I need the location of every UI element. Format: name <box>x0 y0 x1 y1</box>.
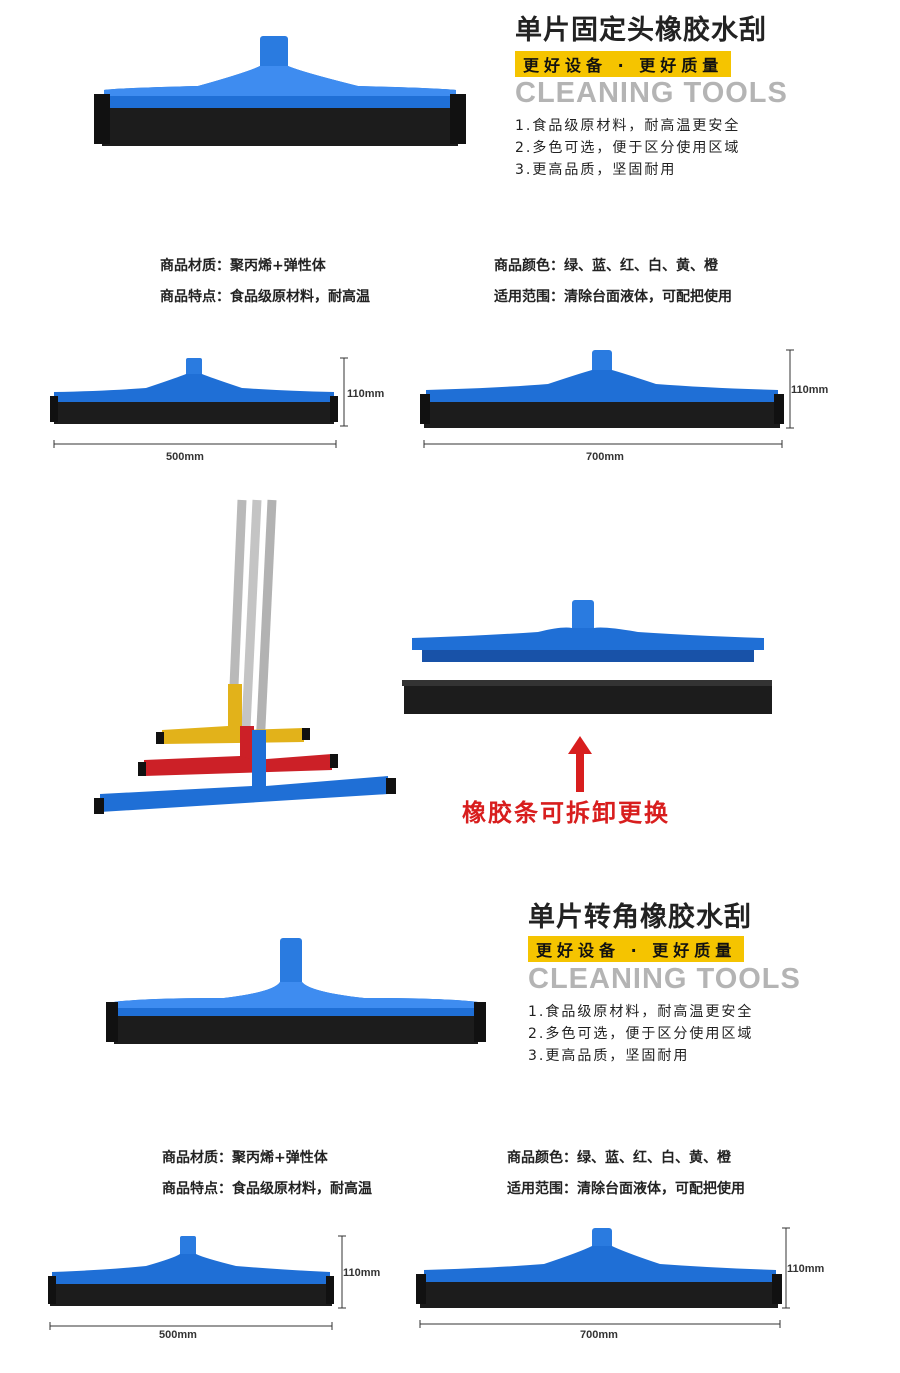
arrow-up-icon <box>568 736 592 792</box>
spec-usage: 适用范围：清除台面液体，可配把使用 <box>494 289 732 305</box>
feature-item: 1.食品级原材料，耐高温更安全 <box>515 118 741 134</box>
spec-color: 商品颜色：绿、蓝、红、白、黄、橙 <box>494 258 718 274</box>
squeegee-large-image <box>106 938 486 1044</box>
spec-feature: 商品特点：食品级原材料，耐高温 <box>160 289 370 305</box>
dim-width-label: 700mm <box>580 1329 618 1341</box>
spec-feature: 商品特点：食品级原材料，耐高温 <box>162 1181 372 1197</box>
dim-width-label: 500mm <box>159 1329 197 1341</box>
section1-title: 单片固定头橡胶水刮 <box>515 15 767 46</box>
squeegee-handles-image <box>94 499 396 814</box>
feature-item: 3.更高品质，坚固耐用 <box>528 1048 690 1064</box>
section2-feature-list: 1.食品级原材料，耐高温更安全 2.多色可选，便于区分使用区域 3.更高品质，坚… <box>528 1001 753 1067</box>
dim-height-label: 110mm <box>787 1263 825 1275</box>
squeegee-700-image <box>420 349 794 448</box>
squeegee-500-image <box>50 357 348 448</box>
feature-item: 3.更高品质，坚固耐用 <box>515 162 677 178</box>
dim-height-label: 110mm <box>347 388 385 400</box>
spec-usage: 适用范围：清除台面液体，可配把使用 <box>507 1181 745 1197</box>
squeegee-700-image <box>416 1227 790 1328</box>
section2-title: 单片转角橡胶水刮 <box>528 902 752 933</box>
spec-color: 商品颜色：绿、蓝、红、白、黄、橙 <box>507 1150 731 1166</box>
section2-slogan-badge: 更好设备 · 更好质量 <box>528 936 745 962</box>
feature-item: 2.多色可选，便于区分使用区域 <box>528 1026 754 1042</box>
squeegee-500-image <box>48 1235 346 1330</box>
squeegee-large-image <box>94 36 466 146</box>
detached-squeegee-image <box>402 600 772 714</box>
spec-material: 商品材质：聚丙烯+弹性体 <box>160 258 326 274</box>
dim-height-label: 110mm <box>791 384 829 396</box>
spec-material: 商品材质：聚丙烯+弹性体 <box>162 1150 328 1166</box>
section2-brand-text: CLEANING TOOLS <box>528 963 801 995</box>
dim-width-label: 700mm <box>586 451 624 463</box>
feature-item: 2.多色可选，便于区分使用区域 <box>515 140 741 156</box>
detachable-caption: 橡胶条可拆卸更换 <box>462 799 670 827</box>
dim-height-label: 110mm <box>343 1267 381 1279</box>
dim-width-label: 500mm <box>166 451 204 463</box>
section1-brand-text: CLEANING TOOLS <box>515 77 788 109</box>
feature-item: 1.食品级原材料，耐高温更安全 <box>528 1004 754 1020</box>
section1-slogan-badge: 更好设备 · 更好质量 <box>515 51 732 77</box>
section1-feature-list: 1.食品级原材料，耐高温更安全 2.多色可选，便于区分使用区域 3.更高品质，坚… <box>515 115 740 181</box>
